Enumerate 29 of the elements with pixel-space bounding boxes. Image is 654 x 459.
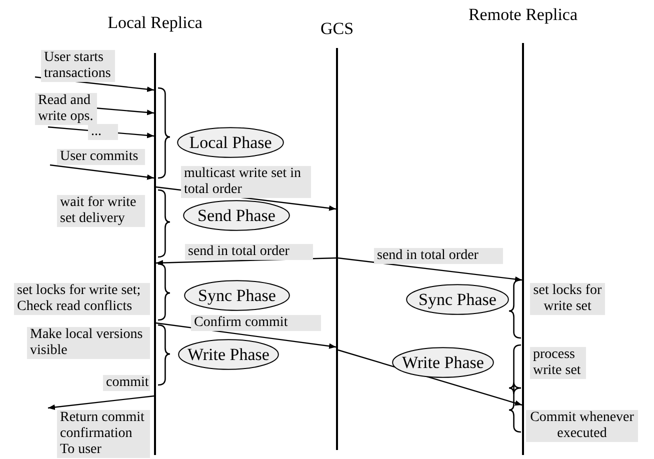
lifeline-heading: Local Replica — [106, 14, 204, 32]
note-label: wait for write set delivery — [57, 195, 145, 227]
lifeline-heading: GCS — [319, 20, 355, 38]
note-label: Make local versions visible — [27, 327, 150, 359]
note-label: set locks for write set; Check read conflicts — [14, 283, 150, 315]
note-label: set locks for write set — [530, 283, 605, 315]
arrow — [48, 395, 154, 410]
edge-label: Confirm commit — [191, 315, 321, 331]
note-label: process write set — [530, 347, 586, 379]
phase-ellipse: Sync Phase — [184, 280, 290, 311]
arrow — [338, 257, 522, 282]
arrow — [156, 322, 336, 349]
phase-ellipse: Sync Phase — [406, 284, 509, 315]
edge-label: ... — [88, 124, 118, 140]
edge-label: Read and write ops. — [35, 93, 97, 125]
note-label: commit — [103, 375, 150, 391]
edge-label: send in total order — [374, 248, 503, 264]
edge-label: multicast write set in total order — [181, 166, 311, 198]
edge-label: User starts transactions — [41, 50, 115, 82]
lifeline-heading: Remote Replica — [467, 6, 579, 24]
phase-ellipse: Send Phase — [183, 200, 290, 231]
edge-label: User commits — [57, 149, 145, 165]
phase-ellipse: Local Phase — [177, 127, 284, 158]
edge-label: send in total order — [185, 244, 313, 260]
arrow — [50, 164, 154, 180]
phase-ellipse: Write Phase — [178, 339, 279, 370]
edge-label: Return commit confirmation To user — [57, 410, 150, 458]
note-label: Commit whenever executed — [526, 410, 638, 442]
phase-ellipse: Write Phase — [392, 347, 494, 378]
